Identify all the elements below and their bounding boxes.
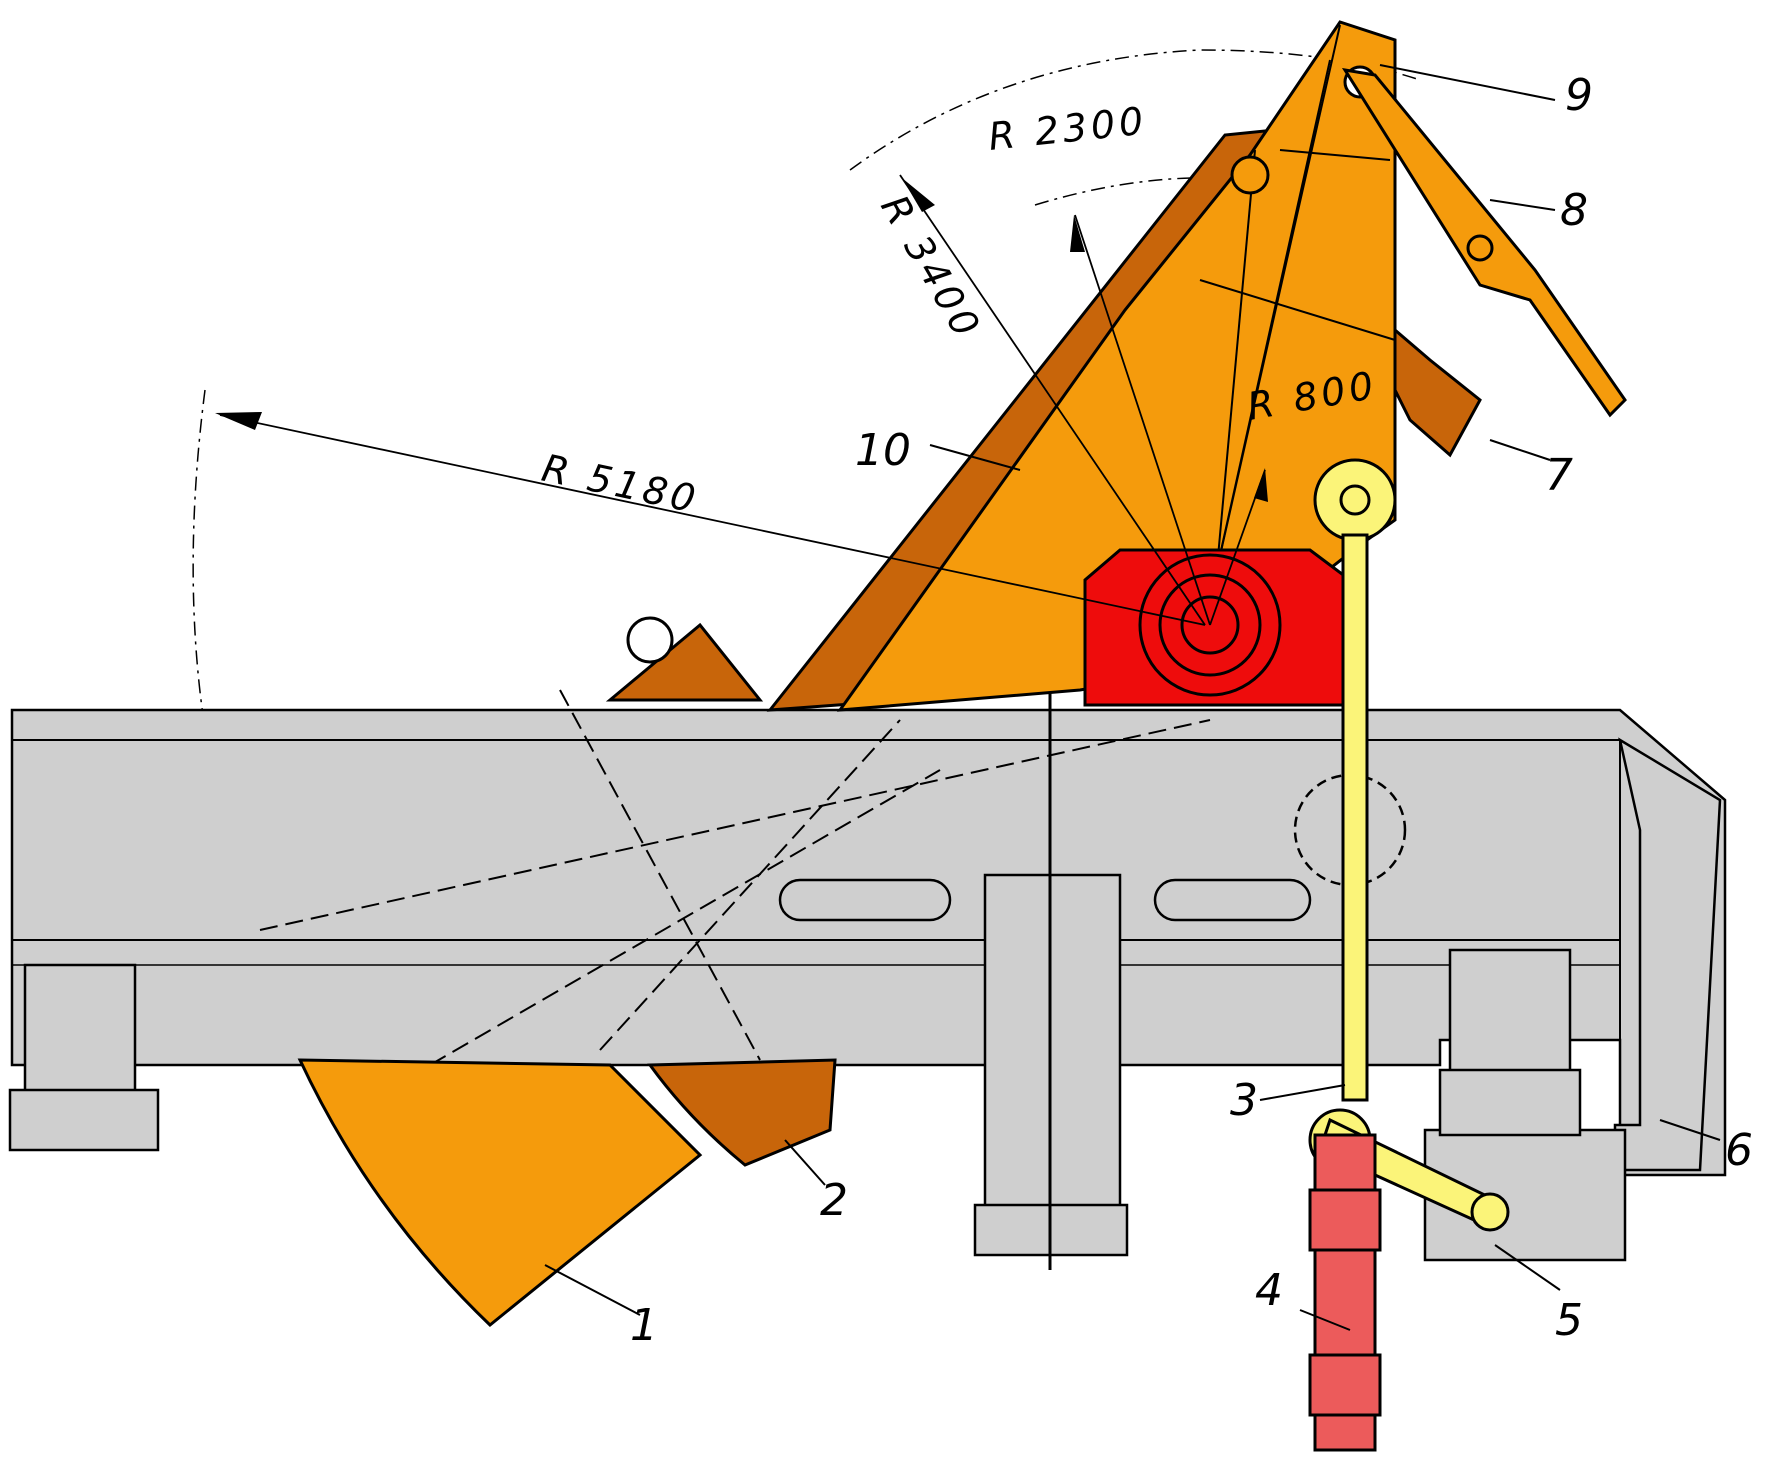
part-label-3: 3 — [1230, 1075, 1258, 1126]
dim-line-r2300 — [1074, 214, 1211, 626]
main-frame — [8, 675, 1727, 1270]
center-pillar — [983, 873, 1122, 1212]
part-label-1: 1 — [630, 1300, 658, 1351]
link-3-crank-end — [1470, 1192, 1510, 1232]
dimension-lines — [219, 174, 1266, 626]
bearing-body — [1083, 548, 1352, 707]
lever-8-pin — [1466, 234, 1494, 262]
hidden-lines — [259, 689, 1211, 1066]
part-label-4: 4 — [1255, 1265, 1283, 1316]
leader-8 — [1489, 199, 1556, 211]
leader-lines — [544, 64, 1721, 1331]
leader-1 — [544, 1264, 641, 1316]
leader-5 — [1494, 1244, 1561, 1291]
left-support-base — [8, 1088, 160, 1152]
right-support-column — [1448, 948, 1572, 1077]
part-label-9: 9 — [1565, 70, 1593, 121]
segment-1 — [297, 1058, 703, 1327]
dim-label-r2300: R 2300 — [986, 99, 1149, 159]
leader-9 — [1379, 64, 1556, 101]
part-label-10: 10 — [855, 425, 911, 476]
slot-right — [1153, 878, 1312, 922]
left-support-column — [23, 963, 137, 1097]
dim-line-r5180 — [219, 414, 1206, 626]
leader-7 — [1489, 439, 1551, 461]
part-label-7: 7 — [1545, 450, 1573, 501]
leader-6 — [1659, 1119, 1721, 1141]
pivot-upper — [1230, 155, 1270, 195]
bearing-housing — [1083, 548, 1352, 707]
dimension-arrowheads — [215, 178, 1268, 502]
leader-3 — [1259, 1084, 1346, 1101]
link-3-top-pin — [1339, 484, 1371, 516]
part-label-5: 5 — [1555, 1295, 1583, 1346]
screw-4 — [1308, 1133, 1382, 1452]
screw-4-nut-top — [1308, 1188, 1382, 1252]
fork-7 — [1393, 326, 1482, 458]
leader-2 — [784, 1139, 826, 1186]
arrowhead-r2300 — [1070, 215, 1085, 252]
arrowhead-r3400 — [902, 178, 935, 212]
dim-label-r5180: R 5180 — [538, 446, 703, 522]
bearing-ring-outer — [1138, 553, 1282, 697]
dim-line-r3400 — [899, 174, 1206, 626]
screw-4-nut-bottom — [1308, 1353, 1382, 1417]
leader-10 — [929, 444, 1021, 471]
arrowhead-r5180 — [215, 412, 262, 430]
bearing-ring-inner — [1180, 595, 1240, 655]
slot-left — [778, 878, 952, 922]
right-support-base — [1438, 1068, 1582, 1137]
segment-2 — [647, 1058, 837, 1167]
link-3-rod — [1341, 533, 1369, 1102]
dim-label-r3400: R 3400 — [872, 188, 990, 348]
part-label-2: 2 — [820, 1175, 848, 1226]
ring-small — [626, 616, 674, 664]
part-label-8: 8 — [1560, 185, 1588, 236]
arrowhead-r800 — [1254, 468, 1268, 502]
part-label-6: 6 — [1725, 1125, 1753, 1176]
bearing-ring-mid — [1158, 573, 1262, 677]
arm-construction-lines — [1199, 24, 1396, 601]
leader-4 — [1299, 1309, 1351, 1331]
